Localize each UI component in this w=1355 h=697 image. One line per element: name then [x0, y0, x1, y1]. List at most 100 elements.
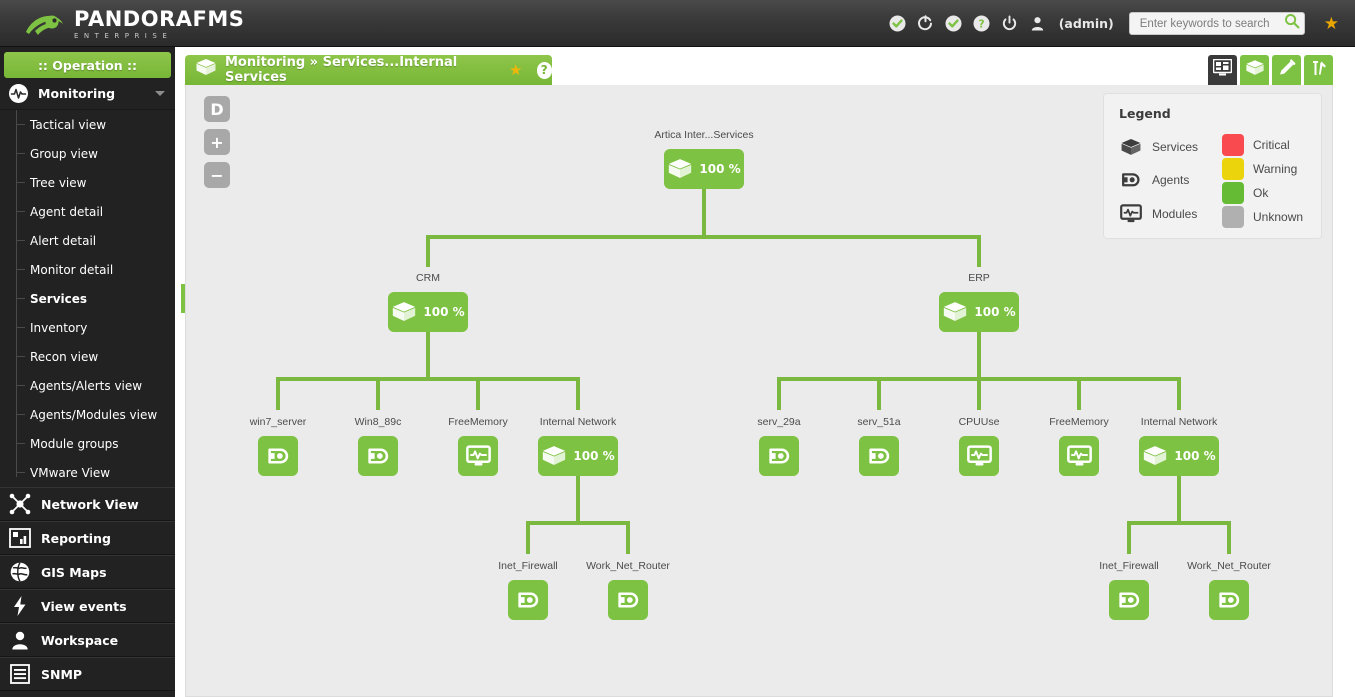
sidebar-item-label: Tree view — [30, 175, 87, 190]
sidebar-item-recon-view[interactable]: Recon view — [16, 342, 175, 371]
page-title-bar: Monitoring » Services...Internal Service… — [185, 55, 552, 85]
check-circle-icon[interactable] — [945, 15, 962, 32]
map-node-label: CPUUse — [958, 416, 1000, 428]
legend-status-critical: Critical — [1222, 134, 1290, 156]
service-view-button[interactable] — [1240, 55, 1269, 85]
service-box-icon — [1142, 445, 1168, 467]
legend-status-label: Critical — [1253, 138, 1290, 152]
map-node-label: Work_Net_Router — [586, 560, 670, 572]
zoom-in-button[interactable]: + — [204, 129, 230, 155]
map-node-box[interactable] — [508, 580, 548, 620]
legend-type-label: Services — [1152, 140, 1199, 155]
map-node-box[interactable] — [859, 436, 899, 476]
map-node-box[interactable] — [959, 436, 999, 476]
map-node-box[interactable] — [258, 436, 298, 476]
tools-button[interactable] — [1304, 55, 1333, 85]
reporting-icon — [9, 527, 31, 549]
star-icon[interactable]: ★ — [509, 62, 523, 79]
sidebar-item-label: Module groups — [30, 436, 119, 451]
map-edge — [376, 377, 380, 410]
app-logo[interactable]: PANDORAFMS ENTERPRISE — [24, 9, 244, 40]
monitoring-icon — [8, 83, 29, 104]
zoom-default-button[interactable]: D — [204, 96, 230, 122]
sidebar-group-monitoring[interactable]: Monitoring — [0, 78, 175, 110]
sidebar-item-agents-alerts-view[interactable]: Agents/Alerts view — [16, 371, 175, 400]
map-edge — [276, 377, 280, 410]
agent-icon — [266, 446, 291, 466]
sidebar-item-services[interactable]: Services — [16, 284, 193, 313]
sidebar-item-group-view[interactable]: Group view — [16, 139, 175, 168]
chevron-down-icon[interactable] — [155, 91, 165, 96]
zoom-out-button[interactable]: − — [204, 162, 230, 188]
map-node-box[interactable] — [1109, 580, 1149, 620]
sidebar-item-module-groups[interactable]: Module groups — [16, 429, 175, 458]
map-view-button[interactable] — [1208, 55, 1237, 85]
help-icon[interactable]: ? — [536, 61, 552, 79]
help-circle-icon[interactable]: ? — [973, 15, 990, 32]
favorite-star-icon[interactable]: ★ — [1323, 14, 1339, 33]
map-node-box[interactable]: 100 % — [388, 292, 468, 332]
sidebar-item-agent-detail[interactable]: Agent detail — [16, 197, 175, 226]
power-icon[interactable] — [1001, 15, 1018, 32]
map-node-box[interactable] — [458, 436, 498, 476]
user-icon — [9, 629, 31, 651]
map-edge — [977, 377, 981, 410]
sidebar-item-label: Alert detail — [30, 233, 97, 248]
search-input[interactable] — [1137, 16, 1284, 31]
map-node-box[interactable]: 100 % — [538, 436, 618, 476]
map-node-box[interactable]: 100 % — [1139, 436, 1219, 476]
sidebar-item-alert-detail[interactable]: Alert detail — [16, 226, 175, 255]
map-edge — [977, 332, 981, 378]
map-edge — [576, 476, 580, 521]
pandora-logo-icon — [24, 11, 66, 39]
legend-status-warning: Warning — [1222, 158, 1297, 180]
agent-icon — [1117, 590, 1142, 610]
map-node-box[interactable] — [759, 436, 799, 476]
lightning-icon — [9, 595, 31, 617]
edit-button[interactable] — [1272, 55, 1301, 85]
sidebar-item-reporting[interactable]: Reporting — [0, 521, 175, 555]
map-edge — [428, 235, 979, 239]
sidebar-item-vmware-view[interactable]: VMware View — [16, 458, 175, 487]
sidebar-item-network-view[interactable]: Network View — [0, 487, 175, 521]
map-node-label: serv_51a — [857, 416, 901, 428]
status-swatch — [1222, 158, 1244, 180]
sidebar-item-view-events[interactable]: View events — [0, 589, 175, 623]
search-icon[interactable] — [1284, 13, 1300, 34]
sidebar-item-label: VMware View — [30, 465, 111, 480]
sidebar-item-label: Monitor detail — [30, 262, 114, 277]
service-box-icon — [1119, 138, 1143, 157]
service-box-icon — [391, 301, 417, 323]
service-box-icon — [195, 58, 217, 82]
map-edge — [278, 377, 578, 381]
search-box[interactable] — [1128, 12, 1305, 35]
sidebar-item-tree-view[interactable]: Tree view — [16, 168, 175, 197]
logo-title: PANDORAFMS — [74, 7, 245, 31]
map-node-label: win7_server — [249, 416, 307, 428]
map-node-label: Internal Network — [1140, 416, 1218, 428]
sidebar-item-agents-modules-view[interactable]: Agents/Modules view — [16, 400, 175, 429]
sidebar-item-label: Group view — [30, 146, 98, 161]
map-node-box[interactable]: 100 % — [664, 149, 744, 189]
sidebar-item-gis-maps[interactable]: GIS Maps — [0, 555, 175, 589]
agent-icon — [867, 446, 892, 466]
map-node-box[interactable] — [608, 580, 648, 620]
sidebar-item-monitor-detail[interactable]: Monitor detail — [16, 255, 175, 284]
map-node-box[interactable] — [1209, 580, 1249, 620]
check-circle-icon[interactable] — [889, 15, 906, 32]
user-icon[interactable] — [1029, 15, 1046, 32]
map-node-box[interactable] — [358, 436, 398, 476]
sidebar-item-label: Workspace — [41, 632, 119, 648]
refresh-icon[interactable] — [917, 15, 934, 32]
legend-status-label: Ok — [1253, 186, 1269, 200]
sidebar-item-workspace[interactable]: Workspace — [0, 623, 175, 657]
map-node-box[interactable]: 100 % — [939, 292, 1019, 332]
sidebar-item-snmp[interactable]: SNMP — [0, 657, 175, 691]
sidebar-item-inventory[interactable]: Inventory — [16, 313, 175, 342]
map-node-value: 100 % — [423, 305, 465, 319]
sidebar-item-tactical-view[interactable]: Tactical view — [16, 110, 175, 139]
map-node-box[interactable] — [1059, 436, 1099, 476]
